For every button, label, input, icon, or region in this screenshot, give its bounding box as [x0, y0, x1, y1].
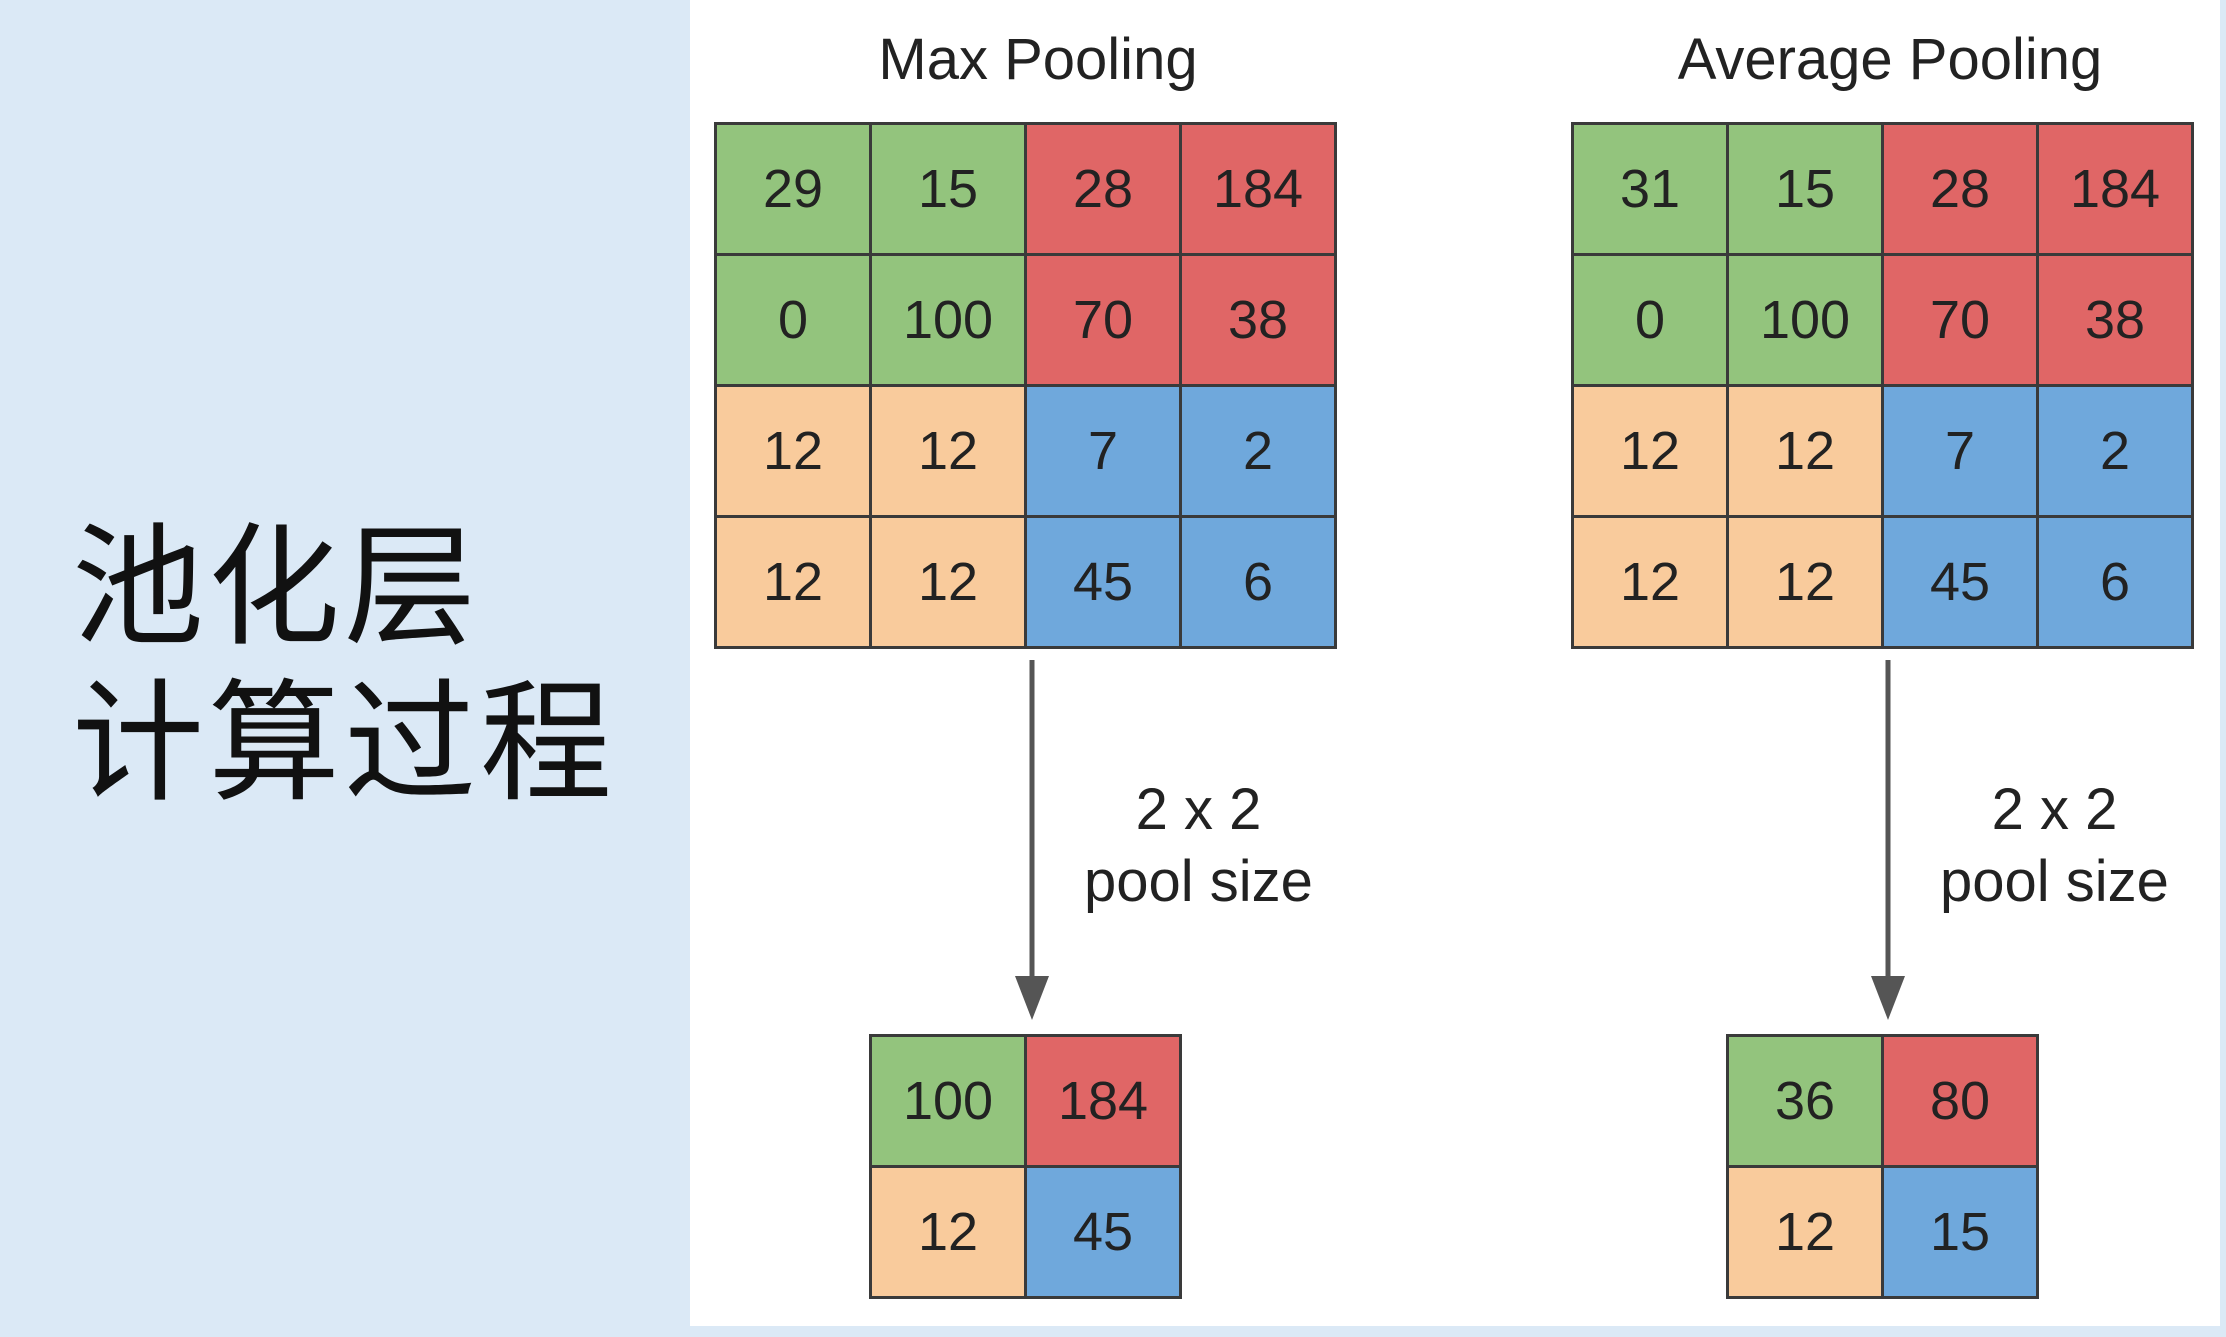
input-cell: 45 — [1884, 518, 2036, 646]
input-cell: 12 — [1574, 387, 1726, 515]
slide-title: 池化层 计算过程 — [72, 510, 616, 822]
input-cell: 12 — [717, 518, 869, 646]
pool-size-dimensions: 2 x 2 — [1135, 777, 1262, 842]
input-cell: 7 — [1027, 387, 1179, 515]
input-cell: 2 — [1182, 387, 1334, 515]
input-cell: 45 — [1027, 518, 1179, 646]
input-cell: 184 — [2039, 125, 2191, 253]
pool-size-dimensions: 2 x 2 — [1991, 777, 2118, 842]
output-cell: 45 — [1027, 1168, 1179, 1296]
input-cell: 7 — [1884, 387, 2036, 515]
input-cell: 12 — [717, 387, 869, 515]
input-cell: 70 — [1027, 256, 1179, 384]
output-cell: 12 — [1729, 1168, 1881, 1296]
output-cell: 80 — [1884, 1037, 2036, 1165]
input-cell: 0 — [717, 256, 869, 384]
max-pooling-heading: Max Pooling — [878, 27, 1198, 92]
average-pooling-arrow-icon — [1871, 660, 1905, 1020]
input-cell: 38 — [1182, 256, 1334, 384]
average-pooling-pool-size-label: 2 x 2 pool size — [1940, 774, 2169, 918]
input-cell: 100 — [872, 256, 1024, 384]
input-cell: 70 — [1884, 256, 2036, 384]
output-cell: 12 — [872, 1168, 1024, 1296]
input-cell: 6 — [2039, 518, 2191, 646]
average-pooling-heading: Average Pooling — [1677, 27, 2103, 92]
input-cell: 28 — [1884, 125, 2036, 253]
input-cell: 15 — [872, 125, 1024, 253]
input-cell: 12 — [1729, 387, 1881, 515]
input-cell: 31 — [1574, 125, 1726, 253]
slide-title-line-1: 池化层 — [72, 511, 480, 665]
input-cell: 29 — [717, 125, 869, 253]
output-cell: 15 — [1884, 1168, 2036, 1296]
input-cell: 12 — [872, 518, 1024, 646]
output-cell: 184 — [1027, 1037, 1179, 1165]
max-pooling-arrow-icon — [1015, 660, 1049, 1020]
pool-size-caption: pool size — [1940, 849, 2169, 914]
input-cell: 28 — [1027, 125, 1179, 253]
input-cell: 0 — [1574, 256, 1726, 384]
max-pooling-pool-size-label: 2 x 2 pool size — [1084, 774, 1313, 918]
input-cell: 12 — [1574, 518, 1726, 646]
input-cell: 184 — [1182, 125, 1334, 253]
input-cell: 6 — [1182, 518, 1334, 646]
input-cell: 38 — [2039, 256, 2191, 384]
input-cell: 12 — [1729, 518, 1881, 646]
output-cell: 36 — [1729, 1037, 1881, 1165]
slide-title-line-2: 计算过程 — [72, 667, 616, 821]
input-cell: 100 — [1729, 256, 1881, 384]
input-cell: 15 — [1729, 125, 1881, 253]
output-cell: 100 — [872, 1037, 1024, 1165]
input-cell: 2 — [2039, 387, 2191, 515]
pool-size-caption: pool size — [1084, 849, 1313, 914]
input-cell: 12 — [872, 387, 1024, 515]
